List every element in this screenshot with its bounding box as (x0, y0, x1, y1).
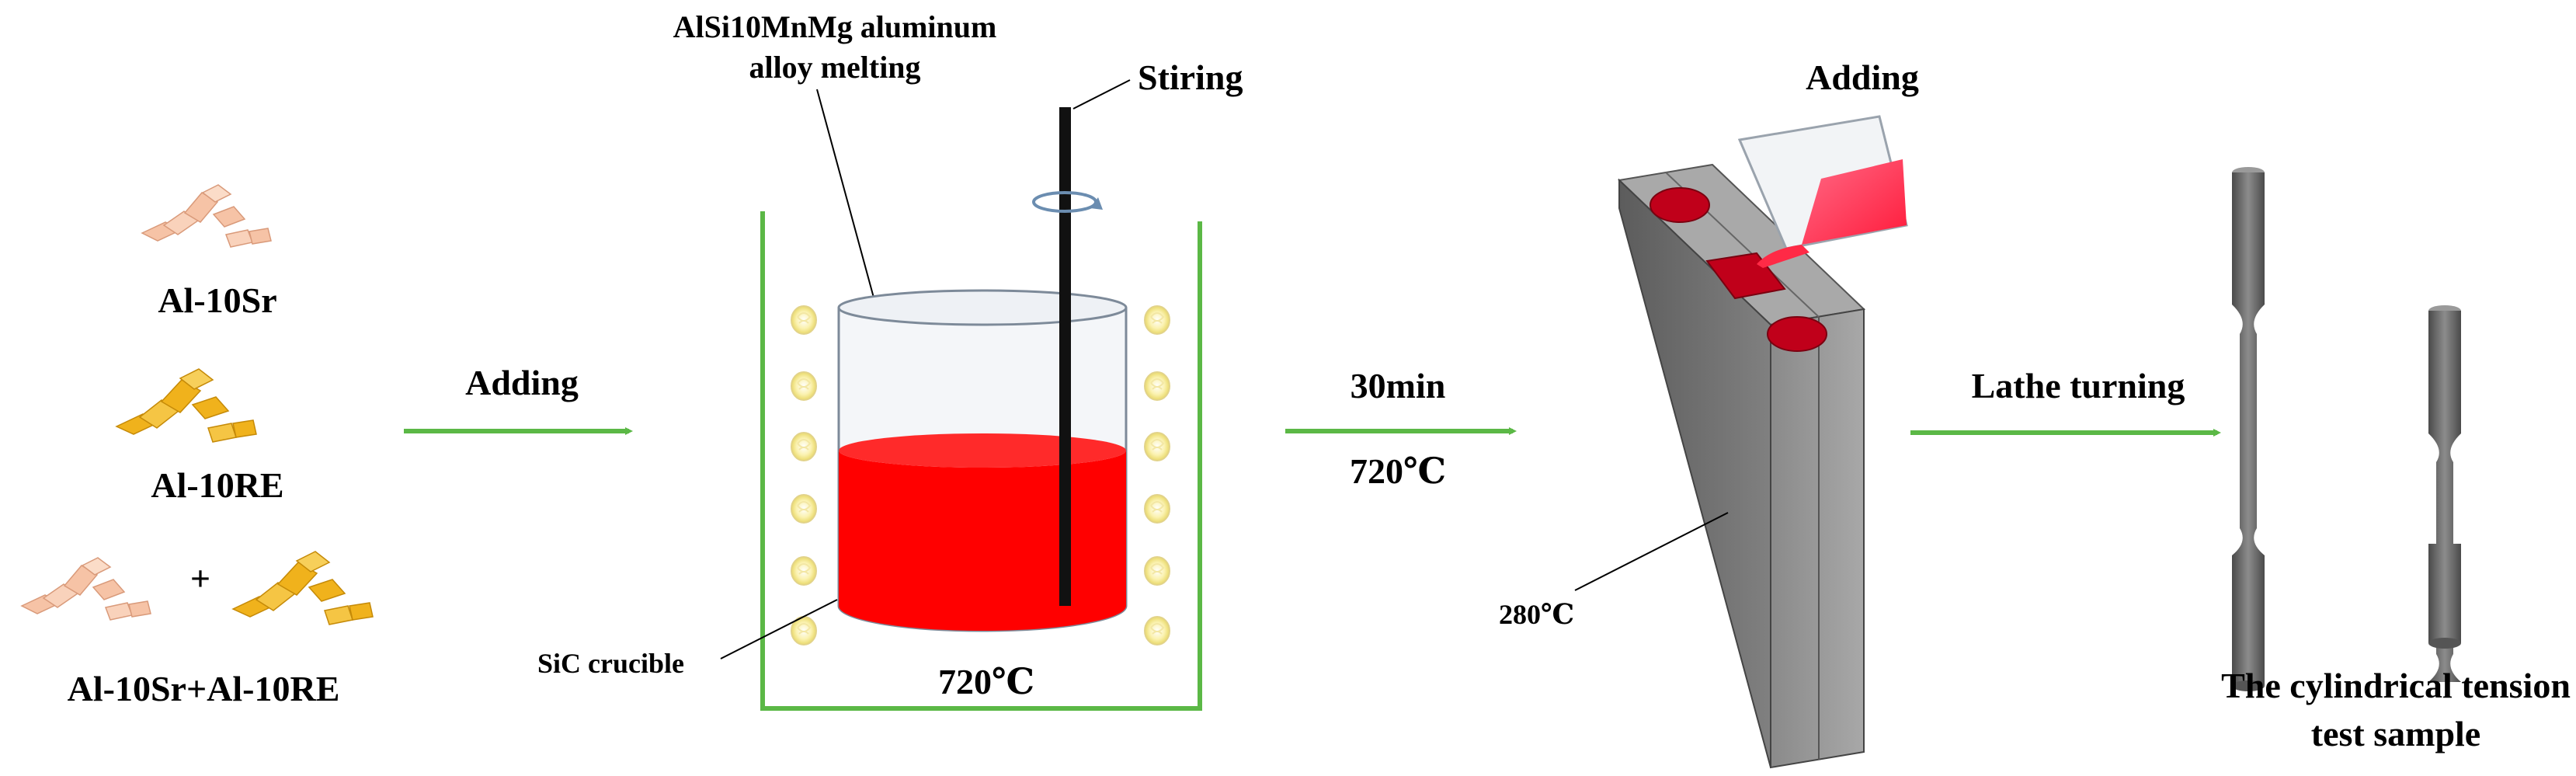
heater-column-left (791, 305, 817, 646)
label-sample-line2: test sample (2311, 714, 2480, 753)
label-sample-line1: The cylindrical tension (2221, 666, 2571, 705)
furnace-wall (760, 211, 1202, 711)
heater-coil-icon (791, 371, 817, 401)
tension-sample-2-lower (2428, 544, 2461, 649)
heater-column-right (1144, 305, 1170, 646)
label-time: 30min (1351, 366, 1446, 405)
heater-coil-icon (791, 556, 817, 586)
label-plus: + (190, 559, 210, 598)
heater-coil-icon (1144, 556, 1170, 586)
leader-mold-temp (1574, 512, 1729, 591)
label-melt-line1: AlSi10MnMg aluminum (673, 9, 997, 44)
tension-sample-1 (2232, 167, 2265, 691)
heater-coil-icon (1144, 616, 1170, 646)
label-stiring: Stiring (1138, 57, 1243, 97)
heater-coil-icon (1144, 305, 1170, 335)
label-sic: SiC crucible (537, 648, 684, 679)
heater-coil-icon (791, 305, 817, 335)
heater-coil-icon (1144, 494, 1170, 524)
label-temp-mid: 720℃ (1350, 451, 1446, 491)
label-al10re: Al-10RE (151, 465, 283, 505)
heater-coil-icon (1144, 432, 1170, 461)
label-adding-2: Adding (1806, 57, 1919, 97)
heater-coil-icon (791, 432, 817, 461)
pouring-beaker-icon (1737, 115, 1908, 268)
leader-stiring (1072, 79, 1131, 110)
label-adding-1: Adding (465, 363, 579, 402)
heater-coil-icon (791, 494, 817, 524)
molten-alloy (839, 451, 1126, 631)
al10re-particles-combo (232, 551, 374, 625)
label-melt-line2: alloy melting (749, 50, 920, 85)
label-mold-temp: 280℃ (1499, 599, 1574, 630)
heater-coil-icon (1144, 371, 1170, 401)
metal-mold (1617, 163, 1866, 769)
al10re-particles (116, 368, 257, 443)
rotation-arrow-icon (1032, 191, 1103, 213)
sic-crucible (837, 289, 1128, 632)
label-temp-crucible: 720℃ (938, 662, 1034, 701)
stirring-rod (1059, 107, 1071, 606)
label-combo: Al-10Sr+Al-10RE (68, 669, 340, 708)
al10sr-particles-combo (21, 557, 151, 621)
label-lathe: Lathe turning (1972, 366, 2185, 405)
leader-sic (720, 599, 838, 659)
al10sr-particles (141, 184, 272, 248)
label-al10sr: Al-10Sr (158, 280, 276, 320)
